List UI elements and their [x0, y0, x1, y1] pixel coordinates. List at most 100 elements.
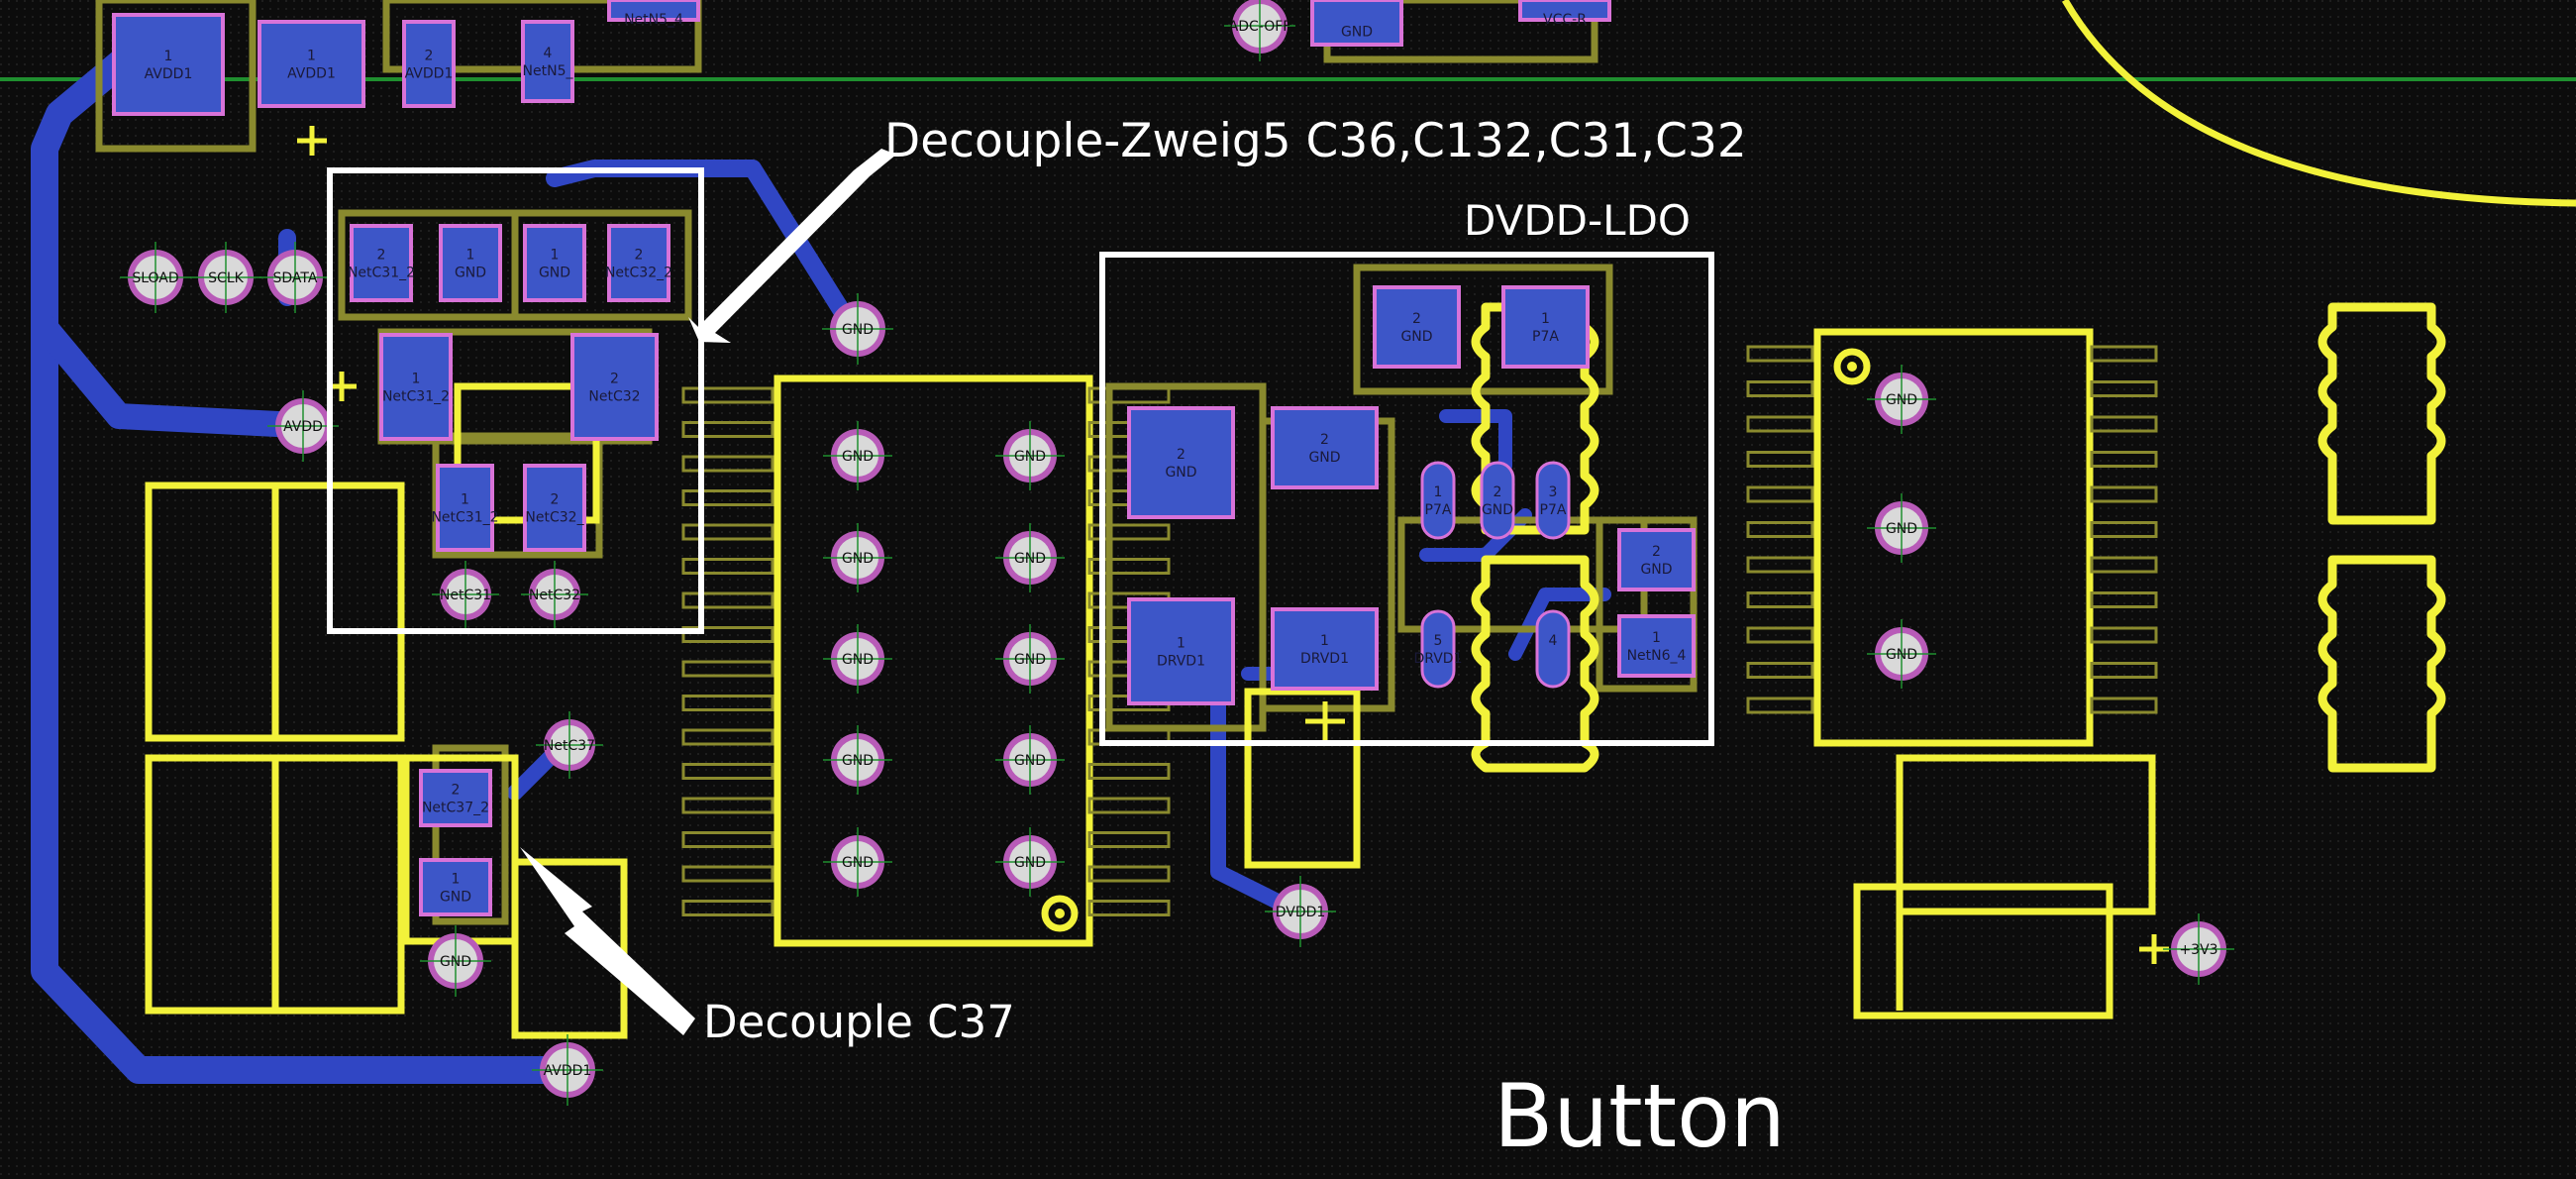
pin-stub: [2090, 591, 2158, 608]
via-v-gnd-l3: GND: [823, 624, 892, 694]
svg-text:AVDD1: AVDD1: [405, 66, 454, 82]
svg-text:SCLK: SCLK: [208, 270, 244, 286]
pad-p-netn5-top: NetN5_4: [607, 0, 700, 28]
svg-text:P7A: P7A: [1425, 502, 1452, 518]
pin-stub: [2090, 626, 2158, 644]
svg-text:DRVD1: DRVD1: [1157, 654, 1205, 670]
svg-text:1: 1: [461, 492, 469, 508]
svg-text:1: 1: [1434, 484, 1443, 500]
via-v-sload: SLOAD: [120, 242, 191, 313]
svg-text:1: 1: [1652, 630, 1661, 646]
pin-stub: [1746, 521, 1814, 538]
svg-text:NetC31_2: NetC31_2: [431, 510, 498, 526]
svg-text:DVDD1: DVDD1: [1276, 905, 1326, 920]
svg-text:NetC37_2: NetC37_2: [422, 801, 489, 816]
pin-stub: [681, 386, 774, 404]
via-v-adcoff: ADC-OFF: [1224, 0, 1295, 61]
pin-stub: [1746, 662, 1814, 679]
svg-text:GND: GND: [1014, 753, 1046, 769]
via-v-gnd-r5: GND: [995, 827, 1065, 897]
pin-stub: [1746, 556, 1814, 574]
ic-pin-stubs-u2: [1746, 345, 2158, 714]
via-v-gnd-r3: GND: [995, 624, 1065, 694]
pin-stub: [1746, 380, 1814, 397]
pin-stub: [1746, 415, 1814, 433]
label-decouple-zweig5: Decouple-Zweig5 C36,C132,C31,C32: [884, 114, 1747, 168]
via-v-gnd-c37: GND: [420, 925, 491, 997]
svg-text:2: 2: [610, 372, 619, 387]
via-v-sclk: SCLK: [190, 242, 261, 313]
pin-stub: [681, 626, 774, 643]
via-v-3v3: +3V3: [2163, 913, 2234, 985]
pin-stub: [1746, 451, 1814, 468]
label-button: Button: [1494, 1065, 1786, 1167]
pad-p-gnd-top: GND: [1310, 0, 1403, 47]
svg-text:1: 1: [1320, 633, 1329, 649]
svg-text:1: 1: [452, 872, 461, 888]
svg-text:2: 2: [1177, 447, 1185, 463]
pin-stub: [1746, 345, 1814, 363]
pin-stub: [2090, 451, 2158, 468]
svg-text:2: 2: [377, 248, 386, 264]
pin-stub: [681, 797, 774, 814]
via-v-gnd-r2: GND: [995, 523, 1065, 592]
svg-text:1: 1: [466, 248, 475, 264]
pin-stub: [1087, 558, 1171, 575]
svg-text:2: 2: [452, 783, 461, 799]
svg-text:SLOAD: SLOAD: [132, 270, 178, 286]
pin-stub: [1087, 797, 1171, 814]
pin-stub: [681, 695, 774, 711]
svg-text:2: 2: [635, 248, 644, 264]
pin-stub: [2090, 380, 2158, 397]
pin-stub: [1087, 763, 1171, 780]
svg-text:1: 1: [412, 372, 421, 387]
pin-stub: [681, 865, 774, 883]
svg-text:P7A: P7A: [1532, 329, 1559, 345]
annotation-arrows: [520, 149, 896, 1035]
via-v-gnd-ic1: GND: [1867, 365, 1936, 434]
via-v-avdd1-bot: AVDD1: [532, 1034, 603, 1106]
pin-stub: [681, 455, 774, 473]
pin-stub: [1087, 865, 1171, 883]
jumper-connectors: [1471, 302, 2446, 773]
arrow-zweig5: [688, 149, 896, 343]
svg-text:1: 1: [551, 248, 560, 264]
svg-text:GND: GND: [842, 449, 874, 465]
pin-stub: [681, 900, 774, 916]
via-v-netc31: NetC31: [432, 561, 499, 628]
pin-stub: [2090, 521, 2158, 538]
svg-text:NetC32_2: NetC32_2: [605, 266, 672, 281]
pin-stub: [681, 728, 774, 746]
annotation-labels: Decouple-Zweig5 C36,C132,C31,C32 DVDD-LD…: [703, 114, 1786, 1167]
svg-text:GND: GND: [842, 322, 874, 338]
annotation-boxes: [327, 167, 1714, 746]
pin-stub: [2090, 485, 2158, 503]
pin-stub: [1746, 626, 1814, 644]
svg-text:GND: GND: [842, 753, 874, 769]
svg-text:VCC-R: VCC-R: [1543, 12, 1587, 28]
svg-text:AVDD: AVDD: [283, 419, 323, 435]
label-dvdd-ldo: DVDD-LDO: [1464, 196, 1691, 245]
pin-stub: [2090, 556, 2158, 574]
svg-text:NetC32: NetC32: [588, 389, 640, 405]
svg-text:GND: GND: [455, 266, 486, 281]
svg-text:+3V3: +3V3: [2179, 942, 2217, 958]
pin-stub: [681, 421, 774, 438]
pin-stub: [1746, 485, 1814, 503]
svg-text:AVDD1: AVDD1: [145, 66, 193, 82]
pad-p-vccr-top: VCC-R: [1518, 0, 1611, 28]
svg-text:1: 1: [164, 49, 173, 64]
